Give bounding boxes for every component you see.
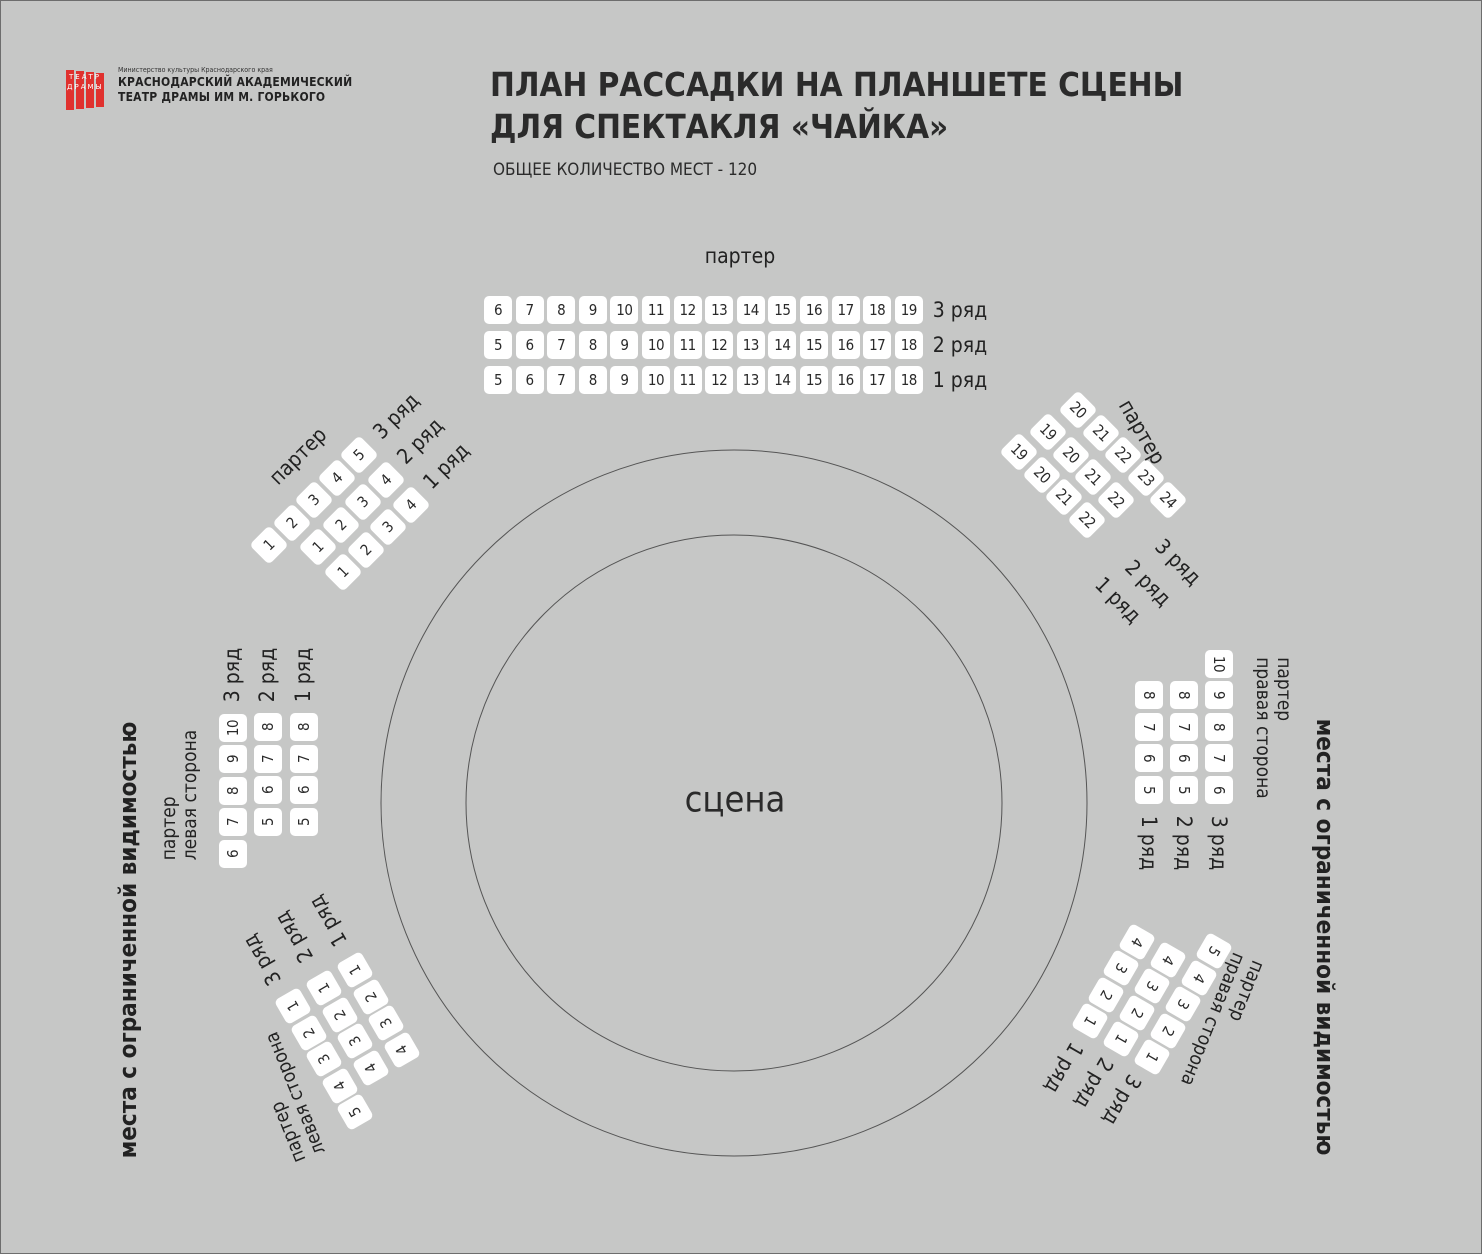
ministry-caption: Министерство культуры Краснодарского кра… xyxy=(118,66,273,74)
top-row1-seat-5[interactable]: 5 xyxy=(484,366,512,394)
top-row2-seat-7[interactable]: 7 xyxy=(547,331,576,359)
left-row1-seat-5[interactable]: 5 xyxy=(290,808,318,836)
theatre-name-line2: ТЕАТР ДРАМЫ ИМ М. ГОРЬКОГО xyxy=(118,90,326,104)
right-row2-seat-7[interactable]: 7 xyxy=(1170,712,1198,741)
left-row1-seat-7[interactable]: 7 xyxy=(290,744,318,773)
top-row-label: 1 ряд xyxy=(932,368,988,392)
top-row1-seat-11[interactable]: 11 xyxy=(673,366,702,394)
top-row2-seat-14[interactable]: 14 xyxy=(768,331,797,359)
total-seats-caption: ОБЩЕЕ КОЛИЧЕСТВО МЕСТ - 120 xyxy=(493,160,758,180)
top-row2-seat-18[interactable]: 18 xyxy=(894,331,923,359)
left-row3-seat-10[interactable]: 10 xyxy=(219,713,247,742)
top-row1-seat-14[interactable]: 14 xyxy=(768,366,797,394)
logo-letters: ТЕАТР ДРАМЫ xyxy=(67,73,104,91)
left-row2-seat-7[interactable]: 7 xyxy=(254,744,282,773)
right-row3-seat-10[interactable]: 10 xyxy=(1205,649,1233,678)
top-row2-seat-9[interactable]: 9 xyxy=(610,331,639,359)
top-row2-seat-13[interactable]: 13 xyxy=(736,331,765,359)
top-row2-seat-11[interactable]: 11 xyxy=(673,331,702,359)
right-row1-seat-6[interactable]: 6 xyxy=(1135,744,1163,773)
right-row1-seat-8[interactable]: 8 xyxy=(1135,681,1163,710)
page-title-line2: ДЛЯ СПЕКТАКЛЯ «ЧАЙКА» xyxy=(490,107,949,146)
top-row3-seat-9[interactable]: 9 xyxy=(578,296,607,324)
top-row1-seat-6[interactable]: 6 xyxy=(515,366,544,394)
top-row3-seat-8[interactable]: 8 xyxy=(547,296,576,324)
left-row-label: 3 ряд xyxy=(220,647,244,703)
top-row3-seat-11[interactable]: 11 xyxy=(642,296,670,324)
top-row3-seat-19[interactable]: 19 xyxy=(894,296,923,324)
right-row1-seat-5[interactable]: 5 xyxy=(1135,776,1163,804)
top-row3-seat-14[interactable]: 14 xyxy=(736,296,765,324)
right-row-label: 2 ряд xyxy=(1172,815,1196,871)
limited-visibility-note-right: места с ограниченной видимостью xyxy=(1311,718,1339,1156)
top-row2-seat-16[interactable]: 16 xyxy=(831,331,860,359)
top-row1-seat-16[interactable]: 16 xyxy=(831,366,860,394)
top-row3-seat-13[interactable]: 13 xyxy=(705,296,734,324)
top-row3-seat-7[interactable]: 7 xyxy=(515,296,544,324)
top-row3-seat-15[interactable]: 15 xyxy=(768,296,797,324)
right-row3-seat-7[interactable]: 7 xyxy=(1205,744,1233,773)
left-section-label-line2: левая сторона xyxy=(179,729,201,861)
left-row2-seat-5[interactable]: 5 xyxy=(254,808,282,836)
top-row3-seat-6[interactable]: 6 xyxy=(484,296,512,324)
top-row3-seat-17[interactable]: 17 xyxy=(831,296,860,324)
top-row3-seat-16[interactable]: 16 xyxy=(800,296,828,324)
top-row-label: 2 ряд xyxy=(932,333,988,357)
top-section-label: партер xyxy=(704,244,776,268)
stage-outer-circle xyxy=(380,449,1088,1157)
top-row1-seat-18[interactable]: 18 xyxy=(894,366,923,394)
top-row1-seat-10[interactable]: 10 xyxy=(642,366,670,394)
right-row2-seat-6[interactable]: 6 xyxy=(1170,744,1198,773)
top-row2-seat-17[interactable]: 17 xyxy=(863,331,892,359)
left-row-label: 2 ряд xyxy=(255,647,279,703)
right-row3-seat-9[interactable]: 9 xyxy=(1205,681,1233,710)
theatre-name-line1: КРАСНОДАРСКИЙ АКАДЕМИЧЕСКИЙ xyxy=(118,75,353,89)
top-row1-seat-12[interactable]: 12 xyxy=(705,366,734,394)
right-row2-seat-8[interactable]: 8 xyxy=(1170,681,1198,710)
left-row3-seat-8[interactable]: 8 xyxy=(219,776,247,805)
left-row3-seat-7[interactable]: 7 xyxy=(219,808,247,837)
top-row2-seat-8[interactable]: 8 xyxy=(578,331,607,359)
top-row1-seat-8[interactable]: 8 xyxy=(578,366,607,394)
top-row2-seat-10[interactable]: 10 xyxy=(642,331,670,359)
left-row1-seat-8[interactable]: 8 xyxy=(290,713,318,742)
top-row2-seat-6[interactable]: 6 xyxy=(515,331,544,359)
left-row2-seat-8[interactable]: 8 xyxy=(254,713,282,742)
right-row1-seat-7[interactable]: 7 xyxy=(1135,712,1163,741)
right-row3-seat-6[interactable]: 6 xyxy=(1205,776,1233,804)
right-row3-seat-8[interactable]: 8 xyxy=(1205,712,1233,741)
top-row3-seat-10[interactable]: 10 xyxy=(610,296,639,324)
top-row1-seat-9[interactable]: 9 xyxy=(610,366,639,394)
top-row1-seat-17[interactable]: 17 xyxy=(863,366,892,394)
right-row2-seat-5[interactable]: 5 xyxy=(1170,776,1198,804)
top-row1-seat-7[interactable]: 7 xyxy=(547,366,576,394)
left-section-label-line1: партер xyxy=(158,796,180,861)
top-row2-seat-5[interactable]: 5 xyxy=(484,331,512,359)
left-row2-seat-6[interactable]: 6 xyxy=(254,776,282,805)
page-title-line1: ПЛАН РАССАДКИ НА ПЛАНШЕТЕ СЦЕНЫ xyxy=(490,65,1184,104)
top-row2-seat-12[interactable]: 12 xyxy=(705,331,734,359)
stage-inner-circle xyxy=(465,534,1003,1072)
right-section-label-line2: правая сторона xyxy=(1252,657,1274,799)
top-row3-seat-12[interactable]: 12 xyxy=(673,296,702,324)
top-row1-seat-15[interactable]: 15 xyxy=(800,366,828,394)
left-row3-seat-6[interactable]: 6 xyxy=(219,840,247,868)
right-row-label: 1 ряд xyxy=(1137,815,1161,871)
top-row-label: 3 ряд xyxy=(932,298,988,322)
right-section-label-line1: партер xyxy=(1273,657,1295,722)
left-row-label: 1 ряд xyxy=(291,647,315,703)
top-row1-seat-13[interactable]: 13 xyxy=(736,366,765,394)
top-row2-seat-15[interactable]: 15 xyxy=(800,331,828,359)
limited-visibility-note-left: места с ограниченной видимостью xyxy=(114,721,142,1159)
top-row3-seat-18[interactable]: 18 xyxy=(863,296,892,324)
left-row3-seat-9[interactable]: 9 xyxy=(219,745,247,774)
right-row-label: 3 ряд xyxy=(1207,815,1231,871)
left-row1-seat-6[interactable]: 6 xyxy=(290,776,318,805)
stage-label: сцена xyxy=(684,779,786,821)
